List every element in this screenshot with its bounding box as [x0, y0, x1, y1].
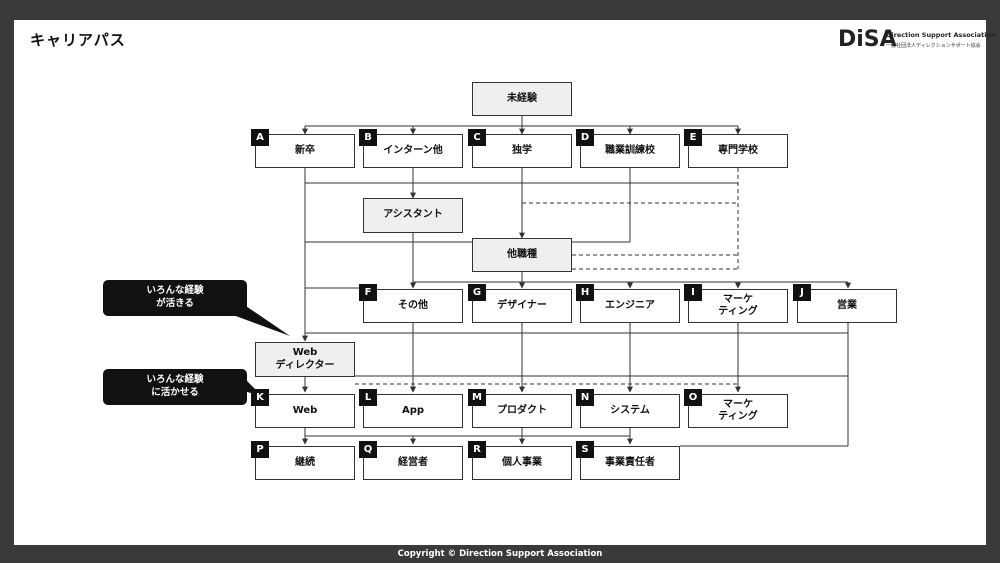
node-n-system: システム	[580, 394, 680, 428]
disa-logo: DiSA	[838, 27, 897, 52]
node-o-marketing: マーケ ティング	[688, 394, 788, 428]
tag-b: B	[359, 129, 377, 146]
tag-d: D	[576, 129, 594, 146]
footer-copyright: Copyright © Direction Support Associatio…	[397, 549, 603, 559]
tag-r: R	[468, 441, 486, 458]
node-assistant: アシスタント	[363, 198, 463, 233]
node-other-job: 他職種	[472, 238, 572, 272]
tag-l: L	[359, 389, 377, 406]
tag-a: A	[251, 129, 269, 146]
node-s-business-manager: 事業責任者	[580, 446, 680, 480]
node-r-sole-proprietor: 個人事業	[472, 446, 572, 480]
node-q-executive: 経営者	[363, 446, 463, 480]
node-c-self-study: 独学	[472, 134, 572, 168]
node-h-engineer: エンジニア	[580, 289, 680, 323]
tag-o: O	[684, 389, 702, 406]
node-web-director: Web ディレクター	[255, 342, 355, 377]
tag-m: M	[468, 389, 486, 406]
logo-name-jp: 一般社団法人ディレクションサポート協会	[886, 43, 981, 49]
tag-e: E	[684, 129, 702, 146]
callout-experience-use: いろんな経験 に活かせる	[103, 369, 247, 405]
logo-name-en: Direction Support Association	[886, 31, 996, 39]
tag-k: K	[251, 389, 269, 406]
tag-i: I	[684, 284, 702, 301]
node-g-designer: デザイナー	[472, 289, 572, 323]
tag-s: S	[576, 441, 594, 458]
node-b-internship: インターン他	[363, 134, 463, 168]
tag-g: G	[468, 284, 486, 301]
tag-h: H	[576, 284, 594, 301]
node-e-technical-school: 専門学校	[688, 134, 788, 168]
node-l-app: App	[363, 394, 463, 428]
tag-f: F	[359, 284, 377, 301]
tag-n: N	[576, 389, 594, 406]
node-start-inexperienced: 未経験	[472, 82, 572, 116]
node-p-continue: 継続	[255, 446, 355, 480]
node-i-marketing: マーケ ティング	[688, 289, 788, 323]
tag-p: P	[251, 441, 269, 458]
node-a-new-graduate: 新卒	[255, 134, 355, 168]
tag-c: C	[468, 129, 486, 146]
node-f-other: その他	[363, 289, 463, 323]
tag-q: Q	[359, 441, 377, 458]
node-d-vocational-school: 職業訓練校	[580, 134, 680, 168]
tag-j: J	[793, 284, 811, 301]
page-title: キャリアパス	[30, 31, 126, 49]
node-j-sales: 営業	[797, 289, 897, 323]
callout-experience-live: いろんな経験 が活きる	[103, 280, 247, 316]
node-m-product: プロダクト	[472, 394, 572, 428]
node-k-web: Web	[255, 394, 355, 428]
